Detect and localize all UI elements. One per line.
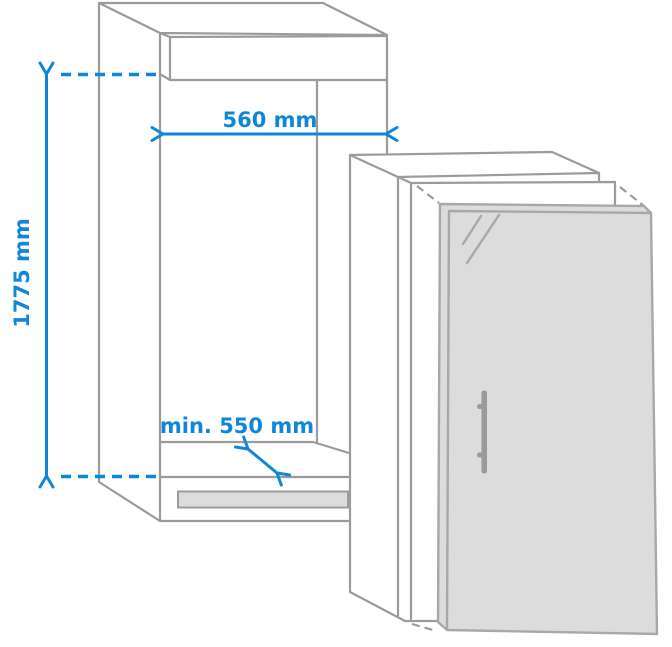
dimension-height: 1775 mm xyxy=(10,61,162,489)
dimension-depth: min. 550 mm xyxy=(160,414,314,487)
hidden-edges-dashed xyxy=(411,185,645,632)
depth-label: min. 550 mm xyxy=(160,414,314,438)
width-label: 560 mm xyxy=(223,108,318,132)
panel-reflection xyxy=(461,213,501,265)
panel-slab xyxy=(436,202,659,636)
cabinet-top-box xyxy=(158,31,389,82)
dimension-width: 560 mm xyxy=(150,108,399,142)
door-handle xyxy=(477,390,487,474)
handle-bar xyxy=(481,390,487,474)
cabinet-niche xyxy=(97,1,389,523)
appliance-body-lines xyxy=(348,150,617,623)
depth-arrow xyxy=(233,435,292,487)
height-label: 1775 mm xyxy=(10,218,34,328)
decor-panel xyxy=(436,202,659,636)
vent-grille xyxy=(177,490,349,509)
panel-edge-lines xyxy=(445,209,653,632)
